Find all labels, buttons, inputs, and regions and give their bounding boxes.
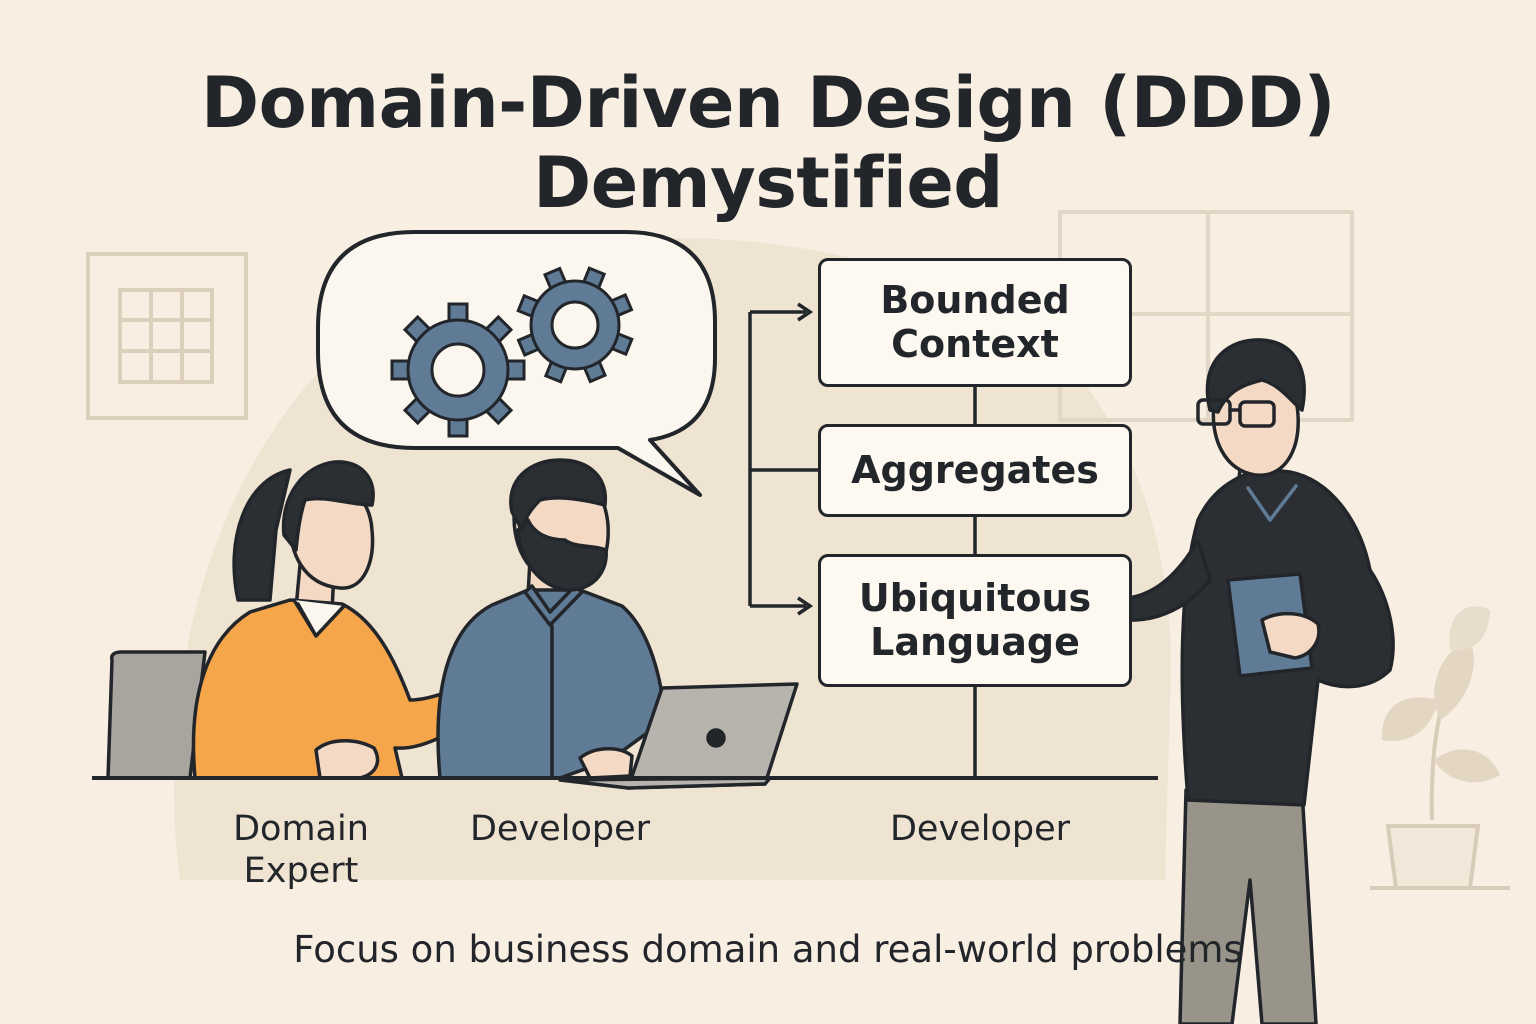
concept-label: Aggregates: [851, 447, 1099, 492]
concept-connectors: [748, 302, 977, 778]
label-domain-expert: Domain Expert: [233, 809, 369, 891]
label-developer-standing: Developer: [889, 809, 1070, 849]
gear-icon: [390, 302, 526, 438]
label-developer-seated: Developer: [469, 809, 650, 849]
title-line-1: Domain-Driven Design (DDD): [200, 62, 1336, 144]
concept-box-bounded-context: Bounded Context: [818, 258, 1132, 387]
plant-icon: [1370, 606, 1510, 890]
hands: [314, 739, 380, 780]
title-line-2: Demystified: [533, 142, 1003, 224]
concept-label: Bounded Context: [880, 277, 1070, 366]
gear-icon: [516, 266, 634, 384]
concept-box-ubiquitous-language: Ubiquitous Language: [818, 554, 1132, 687]
footer-caption: Focus on business domain and real-world …: [293, 928, 1243, 971]
concept-box-aggregates: Aggregates: [818, 424, 1132, 517]
person-developer-seated: [436, 458, 667, 780]
chair: [106, 650, 207, 780]
window-icon: [86, 252, 248, 420]
tablet-icon: [1226, 572, 1321, 678]
concept-label: Ubiquitous Language: [858, 575, 1092, 664]
